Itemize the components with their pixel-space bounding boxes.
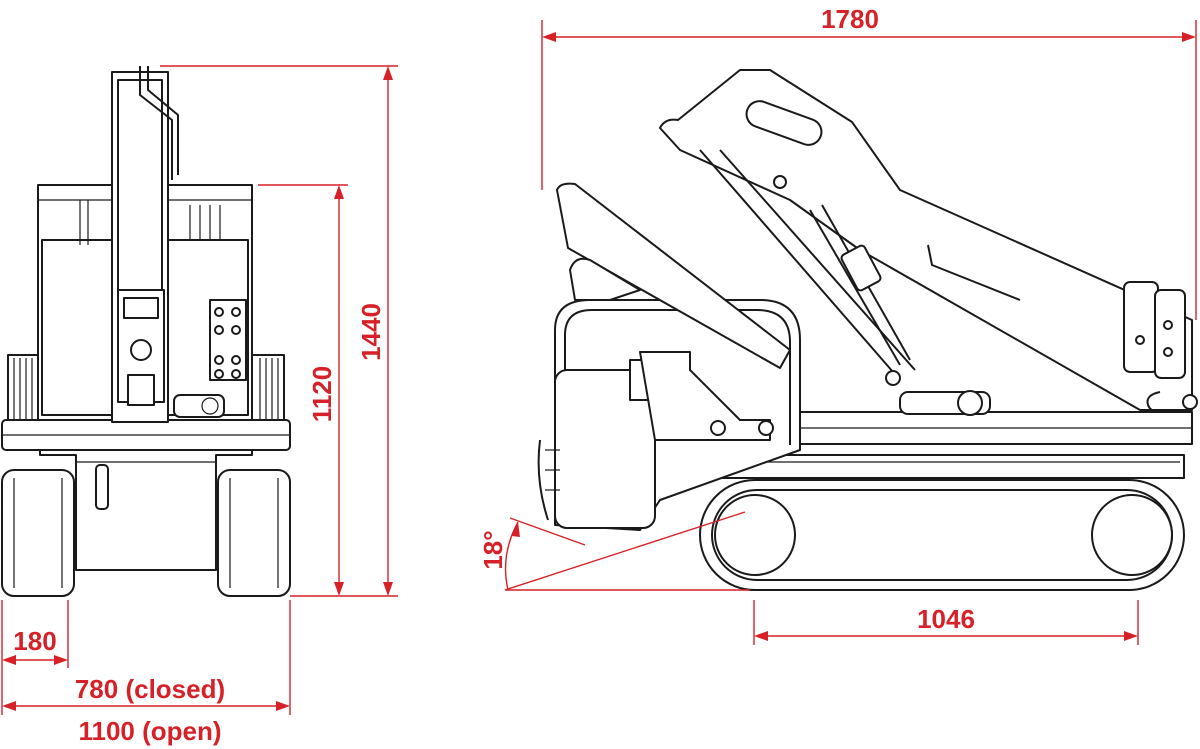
side-hook: [1146, 391, 1166, 413]
dim-body-height: 1120: [307, 366, 337, 422]
front-valves: [209, 299, 247, 381]
front-right-track: [217, 469, 291, 597]
dim-width-closed: 780 (closed): [75, 674, 225, 704]
side-main-boom: [659, 69, 1193, 411]
dim-track-width: 180: [13, 626, 56, 656]
dimension-lines: [1, 20, 1197, 715]
side-side-panel: [554, 369, 656, 529]
front-left-track: [1, 469, 75, 597]
side-track: [699, 479, 1185, 591]
side-cylinder: [809, 209, 901, 366]
side-view: [537, 69, 1198, 591]
front-view: [1, 66, 291, 597]
dim-overall-length: 1780: [821, 4, 879, 34]
dim-track-length: 1046: [917, 604, 975, 634]
dim-overall-height: 1440: [356, 303, 386, 361]
dim-approach-angle: 18°: [478, 530, 508, 569]
side-front-wheel: [1091, 494, 1173, 576]
side-lower-arm: [556, 182, 791, 369]
dim-width-open: 1100 (open): [78, 716, 221, 746]
side-rear-wheel: [714, 494, 796, 576]
